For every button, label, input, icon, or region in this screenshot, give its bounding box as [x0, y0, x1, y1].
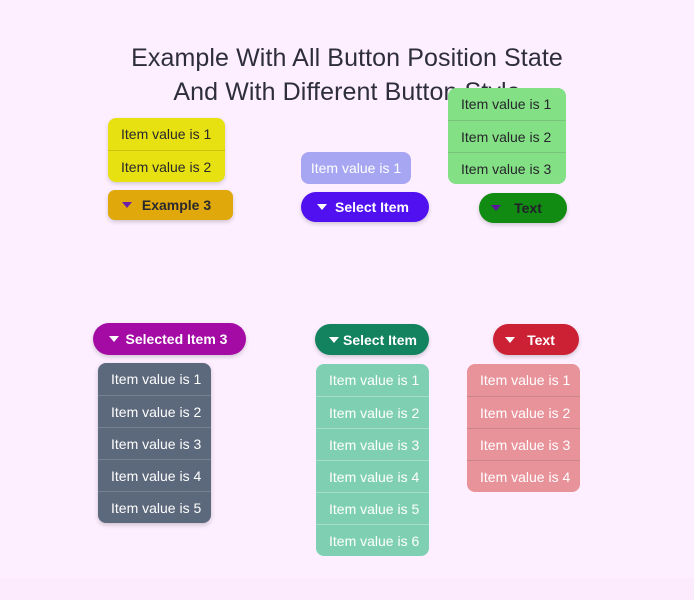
dropdown-menu[interactable]: Item value is 1 Item value is 2	[108, 118, 225, 182]
dropdown-group-yellow-amber: Item value is 1 Item value is 2 Example …	[108, 118, 233, 220]
caret-down-icon	[491, 205, 501, 211]
caret-down-icon	[122, 202, 132, 208]
dropdown-menu[interactable]: Item value is 1 Item value is 2 Item val…	[467, 364, 580, 492]
list-item[interactable]: Item value is 1	[310, 160, 402, 176]
dropdown-button-select-item[interactable]: Select Item	[315, 324, 429, 355]
dropdown-group-magenta-slate: Selected Item 3 Item value is 1 Item val…	[93, 323, 246, 523]
list-item[interactable]: Item value is 4	[316, 460, 429, 492]
bottom-band	[0, 578, 694, 600]
dropdown-button-label: Example 3	[141, 197, 212, 213]
list-item[interactable]: Item value is 3	[98, 427, 211, 459]
list-item[interactable]: Item value is 3	[448, 152, 566, 184]
list-item[interactable]: Item value is 3	[316, 428, 429, 460]
list-item[interactable]: Item value is 1	[480, 372, 571, 388]
dropdown-group-crimson-salmon: Text Item value is 1 Item value is 2 Ite…	[467, 324, 580, 492]
list-item[interactable]: Item value is 1	[111, 371, 202, 387]
page-title: Example With All Button Position State A…	[131, 43, 563, 106]
list-item[interactable]: Item value is 1	[329, 372, 420, 388]
dropdown-button-example-3[interactable]: Example 3	[108, 190, 233, 220]
list-item[interactable]: Item value is 2	[98, 395, 211, 427]
list-item[interactable]: Item value is 5	[316, 492, 429, 524]
list-item[interactable]: Item value is 2	[108, 150, 225, 182]
list-item[interactable]: Item value is 4	[467, 460, 580, 492]
dropdown-group-green: Item value is 1 Item value is 2 Item val…	[448, 88, 567, 223]
dropdown-menu[interactable]: Item value is 1 Item value is 2 Item val…	[316, 364, 429, 556]
caret-down-icon	[329, 336, 339, 343]
dropdown-group-purple: Item value is 1 Select Item	[301, 152, 429, 222]
dropdown-button-label: Selected Item 3	[125, 331, 228, 347]
list-item[interactable]: Item value is 2	[316, 396, 429, 428]
list-item[interactable]: Item value is 3	[467, 428, 580, 460]
dropdown-button-selected-item-3[interactable]: Selected Item 3	[93, 323, 246, 355]
dropdown-button-text[interactable]: Text	[479, 193, 567, 223]
list-item[interactable]: Item value is 4	[98, 459, 211, 491]
dropdown-menu[interactable]: Item value is 1 Item value is 2 Item val…	[98, 363, 211, 523]
list-item[interactable]: Item value is 1	[461, 96, 552, 112]
dropdown-menu[interactable]: Item value is 1	[301, 152, 411, 184]
dropdown-button-label: Text	[527, 331, 555, 348]
dropdown-button-label: Select Item	[335, 199, 409, 215]
dropdown-button-label: Select Item	[343, 331, 417, 348]
list-item[interactable]: Item value is 6	[316, 524, 429, 556]
dropdown-group-teal-mint: Select Item Item value is 1 Item value i…	[315, 324, 429, 556]
caret-down-icon	[317, 204, 327, 210]
caret-down-icon	[505, 336, 515, 343]
dropdown-button-select-item[interactable]: Select Item	[301, 192, 429, 222]
caret-down-icon	[109, 336, 119, 342]
list-item[interactable]: Item value is 2	[467, 396, 580, 428]
dropdown-menu[interactable]: Item value is 1 Item value is 2 Item val…	[448, 88, 566, 184]
dropdown-button-text[interactable]: Text	[493, 324, 579, 355]
dropdown-button-label: Text	[514, 200, 542, 216]
list-item[interactable]: Item value is 1	[121, 126, 212, 142]
list-item[interactable]: Item value is 5	[98, 491, 211, 523]
list-item[interactable]: Item value is 2	[448, 120, 566, 152]
